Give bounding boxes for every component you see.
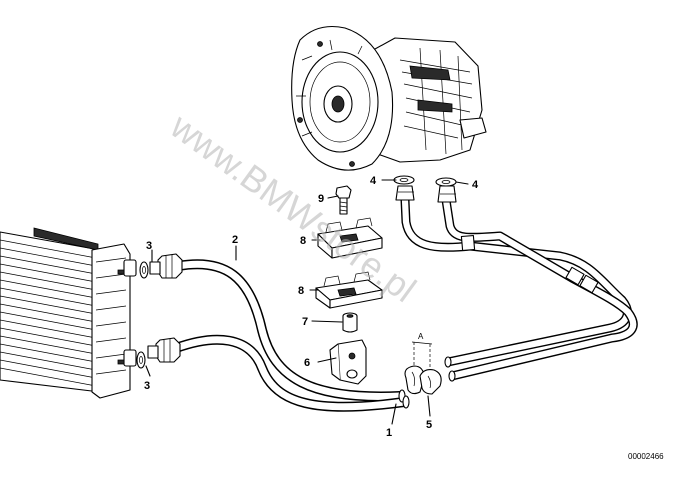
washer-icon — [136, 261, 149, 369]
clamp-icon — [404, 341, 442, 395]
oil-cooler-hose-icon — [147, 253, 410, 412]
callout-4-left: 4 — [370, 175, 377, 187]
callout-labels: 2 3 3 1 4 4 5 6 7 8 8 9 A — [144, 175, 479, 439]
holder-icon — [315, 271, 383, 309]
leader-lines — [145, 179, 469, 425]
callout-2: 2 — [232, 234, 238, 246]
radiator-icon — [0, 227, 137, 399]
holder-icon — [317, 217, 383, 259]
washer-icon — [393, 175, 457, 187]
callout-5: 5 — [426, 419, 432, 431]
transmission-icon — [291, 25, 487, 171]
callout-7: 7 — [302, 316, 308, 328]
callout-8-lower: 8 — [298, 285, 304, 297]
bolt-icon — [335, 185, 352, 215]
callout-6: 6 — [304, 357, 310, 369]
callout-1: 1 — [386, 427, 392, 439]
callout-4-right: 4 — [472, 179, 479, 191]
document-number: 00002466 — [628, 452, 664, 461]
callout-8-upper: 8 — [300, 235, 306, 247]
section-marker: A — [418, 332, 424, 341]
callout-3-upper: 3 — [146, 240, 152, 252]
grommet-icon — [342, 312, 358, 333]
callout-9: 9 — [318, 193, 324, 205]
oil-cooler-pipe-icon — [395, 185, 638, 382]
bracket-icon — [329, 339, 367, 385]
callout-3-lower: 3 — [144, 380, 150, 392]
